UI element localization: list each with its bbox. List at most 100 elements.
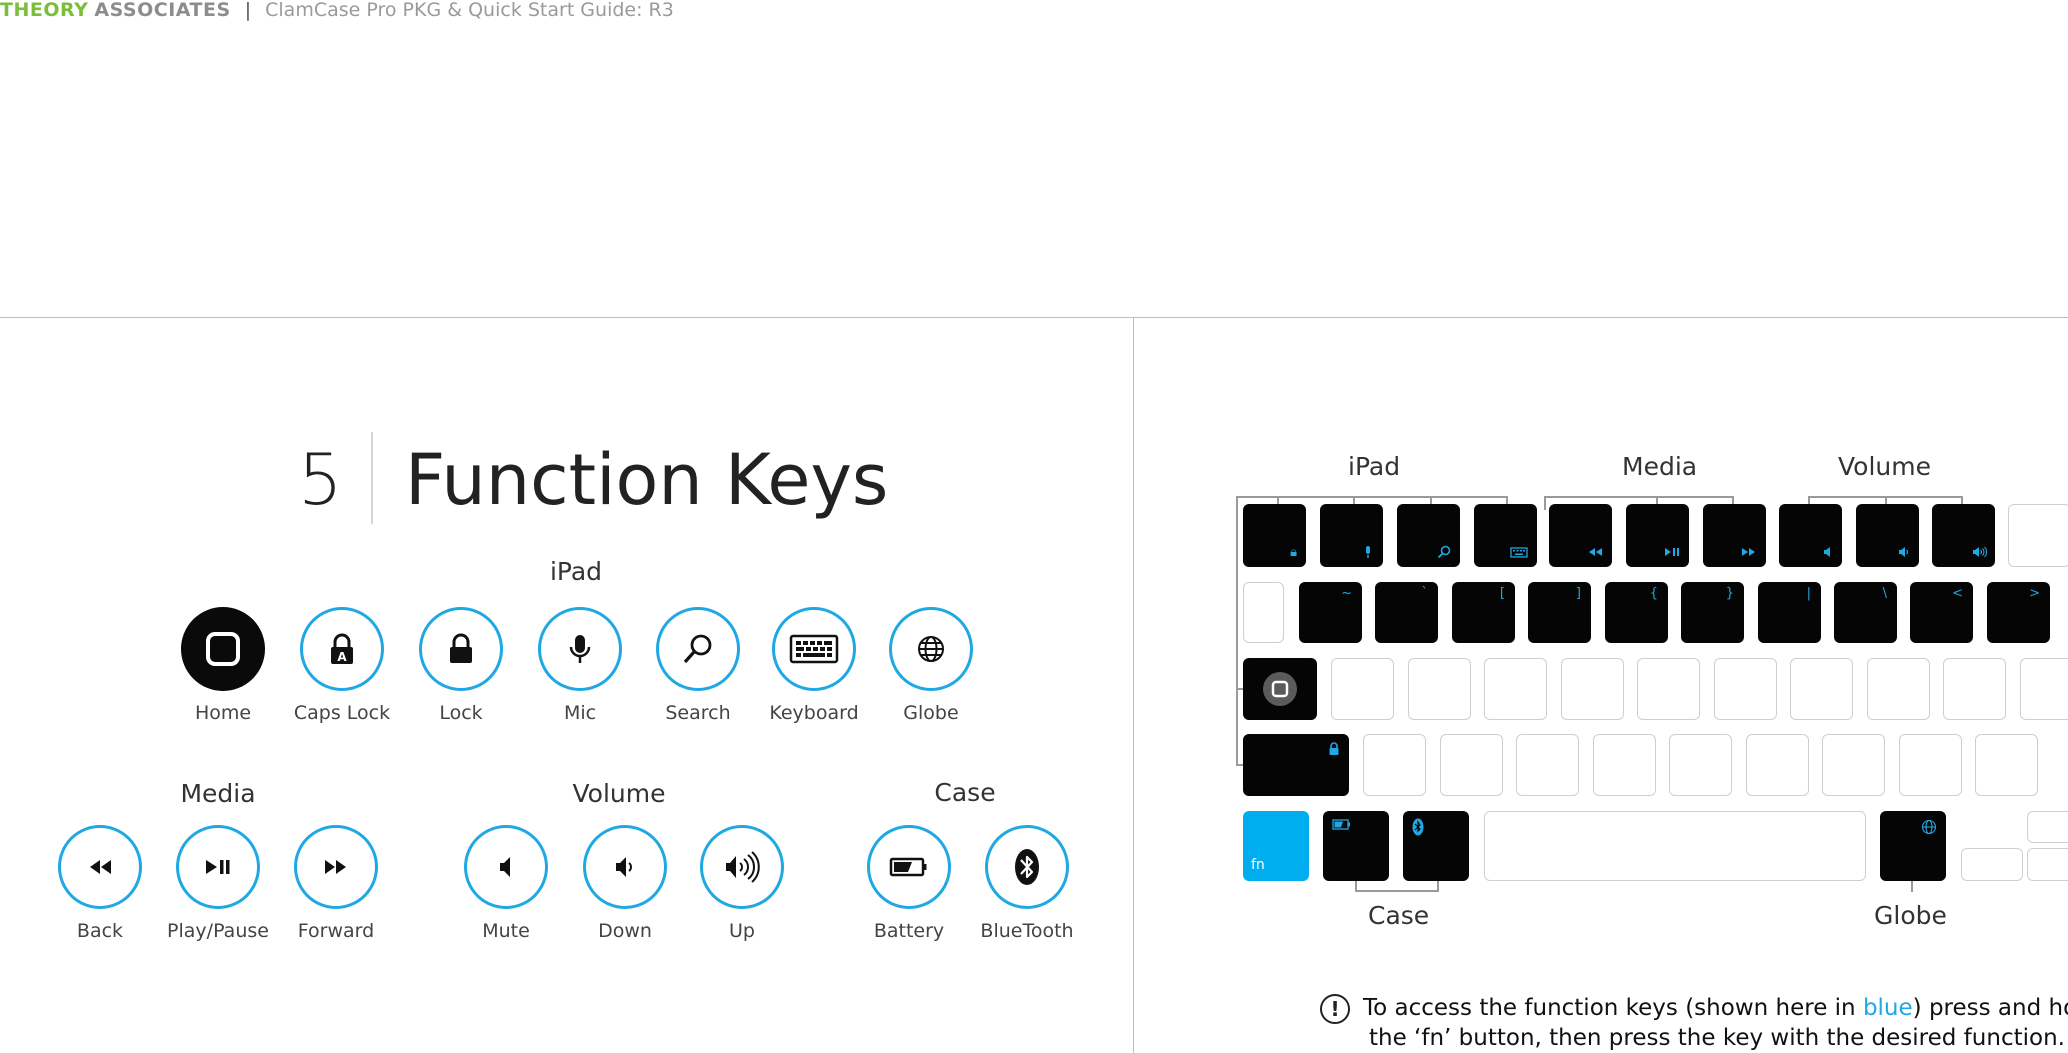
icon-volume-down-wrap [583, 825, 667, 909]
key-volume-up-icon [1973, 546, 1987, 558]
battery-icon [867, 825, 951, 909]
bracket-tick [1277, 496, 1279, 508]
key-play-pause-icon [1665, 548, 1679, 556]
key-row2: } [1681, 582, 1744, 643]
icon-home-wrap [181, 607, 265, 691]
key-mic [1320, 504, 1383, 567]
key-volume-down [1856, 504, 1919, 567]
bracket-tick [1430, 496, 1432, 508]
key-arrow-left [1961, 848, 2023, 881]
bracket-tick [1236, 764, 1246, 766]
key-row2: > [1987, 582, 2050, 643]
key-blank [1408, 658, 1471, 720]
icon-mute-wrap [464, 825, 548, 909]
mic-icon [538, 607, 622, 691]
key-mute [1779, 504, 1842, 567]
key-blank [1440, 734, 1503, 796]
key-blank [1637, 658, 1700, 720]
key-symbol: [ [1499, 586, 1505, 601]
instruction-note: To access the function keys (shown here … [1363, 993, 2068, 1053]
bracket-globe [1911, 880, 1913, 892]
key-blank [1714, 658, 1777, 720]
key-blank [1669, 734, 1732, 796]
bracket-tick [1237, 688, 1245, 690]
key-blank [1593, 734, 1656, 796]
lock-icon [419, 607, 503, 691]
label-search: Search [665, 702, 731, 724]
key-bluetooth [1403, 811, 1469, 881]
key-blank [1943, 658, 2006, 720]
header-separator: | [244, 0, 252, 21]
key-row2: ] [1528, 582, 1591, 643]
bracket-tick [1885, 496, 1887, 508]
fast-forward-icon [294, 825, 378, 909]
keyboard-label-media: Media [1622, 452, 1698, 481]
icon-search-wrap [656, 607, 740, 691]
icon-battery-wrap [867, 825, 951, 909]
key-symbol: | [1806, 586, 1811, 601]
note-text: To access the function keys (shown here … [1363, 995, 1863, 1021]
section-title: Function Keys [405, 439, 889, 521]
keyboard-label-globe: Globe [1874, 901, 1947, 930]
key-battery [1323, 811, 1389, 881]
globe-icon [889, 607, 973, 691]
bracket-case [1355, 880, 1439, 892]
label-battery: Battery [873, 920, 945, 942]
key-symbol: { [1649, 586, 1658, 601]
key-blank [1867, 658, 1930, 720]
key-caps-lock [1243, 734, 1349, 796]
key-globe [1880, 811, 1946, 881]
key-row2: ` [1375, 582, 1438, 643]
bracket-media [1544, 496, 1734, 510]
key-caps-lock-icon [1329, 742, 1339, 755]
icon-lock-wrap [419, 607, 503, 691]
key-symbol: > [2029, 586, 2040, 601]
key-arrow-down [2027, 848, 2068, 881]
document-subtitle: ClamCase Pro PKG & Quick Start Guide: R3 [265, 0, 674, 21]
key-row2: < [1910, 582, 1973, 643]
note-line-1: To access the function keys (shown here … [1363, 993, 2068, 1023]
svg-text:A: A [337, 650, 347, 664]
key-mic-icon [1366, 546, 1370, 558]
brand-name-theory: THEORY [0, 0, 89, 21]
icon-volume-up-wrap [700, 825, 784, 909]
keyboard-label-case: Case [1368, 901, 1430, 930]
key-blank [1975, 734, 2038, 796]
key-symbol: ~ [1341, 586, 1352, 601]
keyboard-label-volume: Volume [1838, 452, 1931, 481]
key-fn: fn [1243, 811, 1309, 881]
label-mute: Mute [482, 920, 530, 942]
key-blank [2020, 658, 2068, 720]
speaker-mute-icon [464, 825, 548, 909]
key-blank [1790, 658, 1853, 720]
key-bluetooth-icon [1412, 818, 1424, 836]
icon-mic-wrap [538, 607, 622, 691]
title-divider [371, 432, 373, 524]
key-blank [1746, 734, 1809, 796]
key-play-pause [1626, 504, 1689, 567]
note-highlight-blue: blue [1862, 995, 1913, 1021]
key-rewind-icon [1589, 548, 1602, 556]
key-fn-label: fn [1251, 857, 1265, 873]
key-blank [1331, 658, 1394, 720]
keyboard-label-ipad: iPad [1348, 452, 1401, 481]
play-pause-icon [176, 825, 260, 909]
label-play-pause: Play/Pause [167, 920, 269, 942]
horizontal-divider [0, 317, 2068, 318]
key-blank [2008, 504, 2068, 567]
key-rewind [1549, 504, 1612, 567]
icon-keyboard-wrap [772, 607, 856, 691]
key-home-icon [1263, 672, 1297, 706]
key-blank [1561, 658, 1624, 720]
key-row2: ~ [1299, 582, 1362, 643]
key-mute-icon [1824, 547, 1830, 557]
key-blank [1899, 734, 1962, 796]
document-header: THEORY ASSOCIATES | ClamCase Pro PKG & Q… [0, 0, 674, 20]
label-volume-up: Up [729, 920, 755, 942]
caps-lock-icon: A [300, 607, 384, 691]
note-text: ) press and hold [1912, 995, 2068, 1021]
label-lock: Lock [439, 702, 483, 724]
note-line-2: the ‘fn’ button, then press the key with… [1369, 1025, 2065, 1051]
key-blank [1363, 734, 1426, 796]
label-forward: Forward [297, 920, 375, 942]
